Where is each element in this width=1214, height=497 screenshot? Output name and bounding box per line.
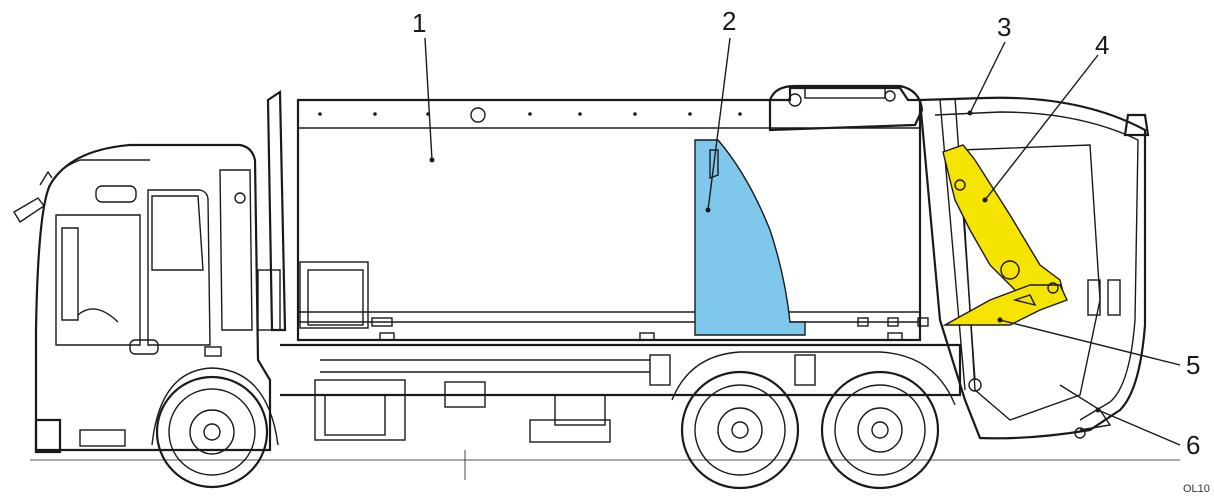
callout-2: 2: [722, 6, 737, 36]
tailgate: [918, 96, 1150, 440]
ejector-plate: [694, 139, 806, 336]
callout-6: 6: [1186, 430, 1201, 460]
refuse-body: [296, 84, 929, 342]
rear-fender: [671, 351, 956, 406]
packer-mechanism: [942, 144, 1068, 326]
callout-1: 1: [412, 8, 427, 38]
cab: [13, 89, 287, 454]
front-wheel: [151, 367, 279, 489]
figure-code: OL10: [1183, 483, 1210, 495]
roof-rivets: [318, 112, 742, 116]
rear-wheel-1: [680, 370, 800, 490]
chassis: [280, 343, 962, 480]
callout-5: 5: [1186, 350, 1201, 380]
rear-wheel-2: [820, 370, 940, 490]
callout-4: 4: [1095, 30, 1110, 60]
callout-3: 3: [997, 12, 1012, 42]
leader-lines: [424, 37, 1181, 446]
